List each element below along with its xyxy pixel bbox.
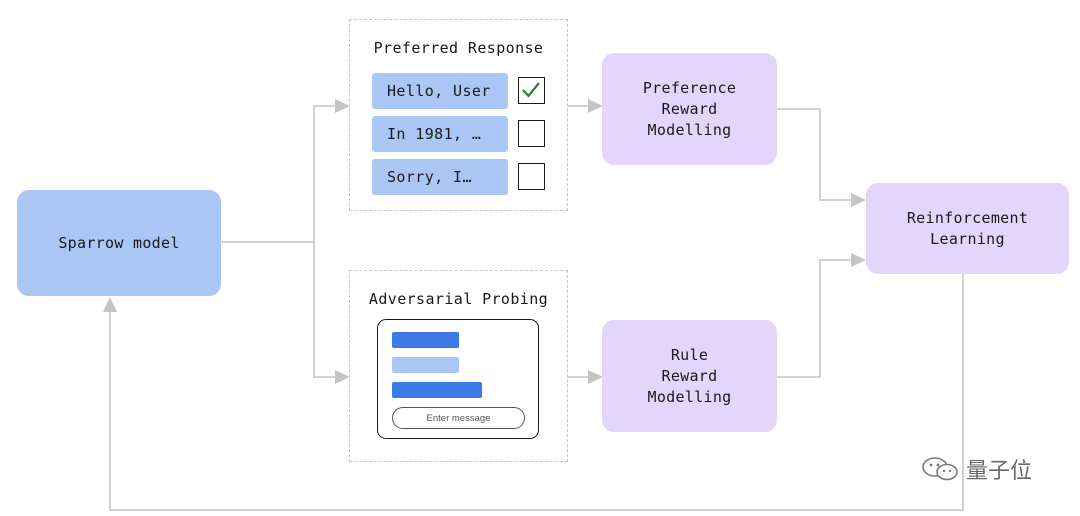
sparrow-model-node: Sparrow model — [17, 190, 221, 296]
arrowhead-adversarial — [335, 370, 350, 384]
response-option-1: Hello, User — [372, 73, 508, 109]
arrowhead-sparrow-feedback — [103, 297, 117, 312]
response-option-2: In 1981, … — [372, 116, 508, 152]
wechat-logo-icon — [922, 457, 958, 481]
chat-message-bar — [392, 357, 459, 373]
chat-message-bar — [392, 382, 482, 398]
wire-to-adversarial — [313, 242, 336, 378]
arrowhead-rl-top — [851, 193, 866, 207]
chat-message-bar — [392, 332, 459, 348]
adversarial-probing-panel: Adversarial Probing Enter message — [349, 270, 568, 462]
watermark: 量子位 — [920, 454, 1032, 484]
wire-to-preferred — [313, 105, 336, 242]
response-option-3: Sorry, I… — [372, 159, 508, 195]
preferred-response-title: Preferred Response — [373, 39, 544, 57]
chat-window-mockup: Enter message — [377, 319, 539, 439]
wire-preference-to-rl — [777, 108, 852, 201]
rule-reward-label: Rule Reward Modelling — [647, 345, 732, 406]
wire-rule-to-rl — [777, 259, 852, 378]
preferred-response-panel: Preferred Response Hello, User In 1981, … — [349, 19, 568, 211]
arrowhead-rule-reward — [588, 370, 603, 384]
watermark-text: 量子位 — [966, 459, 1033, 484]
response-checkbox-3 — [518, 163, 545, 190]
response-checkbox-2 — [518, 120, 545, 147]
message-input: Enter message — [392, 407, 525, 429]
sparrow-model-label: Sparrow model — [58, 233, 180, 252]
preference-reward-node: Preference Reward Modelling — [602, 53, 777, 165]
preference-reward-label: Preference Reward Modelling — [642, 78, 737, 139]
arrowhead-rl-bottom — [851, 253, 866, 267]
reinforcement-learning-node: Reinforcement Learning — [866, 183, 1069, 274]
rule-reward-node: Rule Reward Modelling — [602, 320, 777, 432]
reinforcement-learning-label: Reinforcement Learning — [906, 208, 1029, 248]
wire-rl-feedback — [109, 274, 964, 511]
arrowhead-preferred — [335, 99, 350, 113]
adversarial-probing-title: Adversarial Probing — [368, 290, 549, 308]
arrowhead-preference-reward — [588, 99, 603, 113]
checkmark-icon — [522, 82, 540, 98]
response-checkbox-1 — [518, 77, 545, 104]
